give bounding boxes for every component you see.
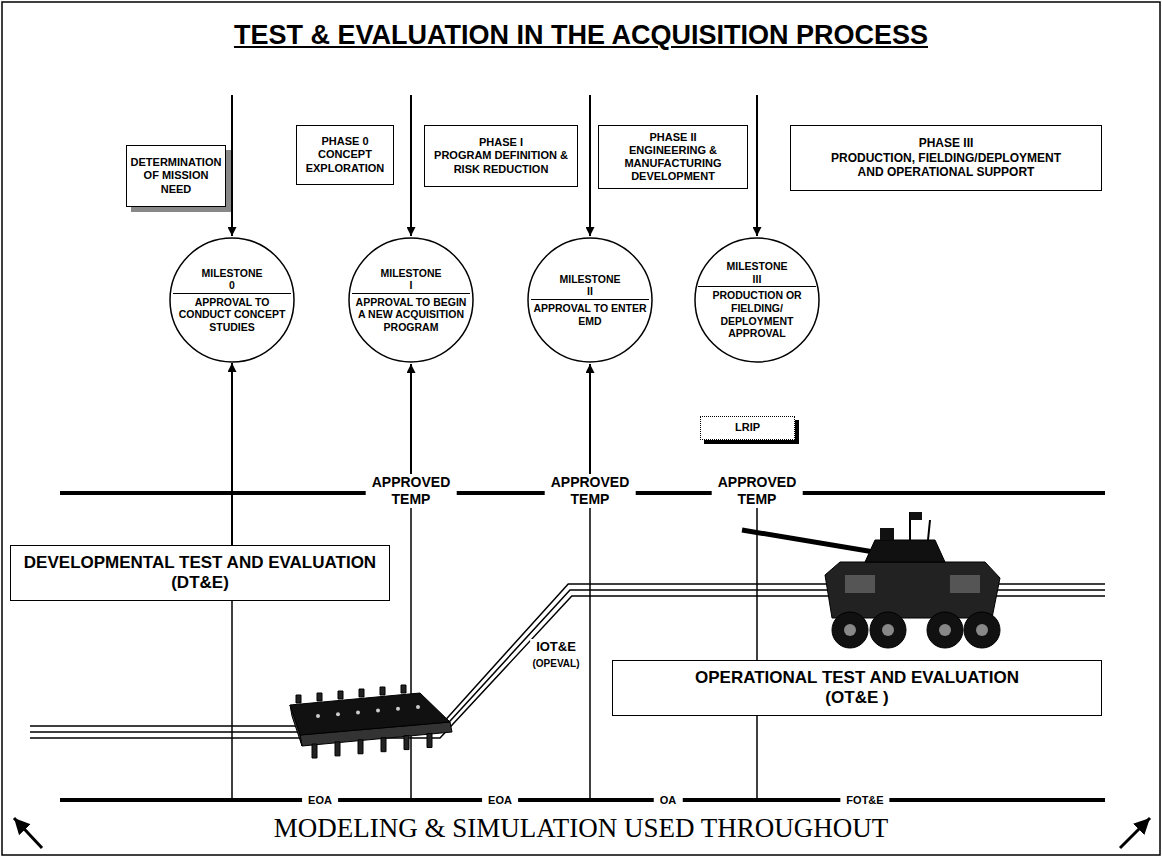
assessment-line [60,798,1105,802]
milestone-heading: MILESTONE II [559,273,620,298]
phase-box: PHASE IIENGINEERING & MANUFACTURING DEVE… [598,125,748,189]
box-text: PRODUCTION, FIELDING/DEPLOYMENT AND OPER… [821,151,1071,180]
iote-label: IOT&E [530,639,582,655]
milestone-heading: MILESTONE I [380,267,441,292]
opeval-label: (OPEVAL) [526,656,585,672]
lrip-box: LRIP [700,416,795,440]
temp-label: APPROVED TEMP [712,474,803,508]
assessment-label: FOT&E [840,792,889,808]
circle-outline [527,237,653,363]
box-text: (OT&E ) [825,688,888,708]
milestone-heading: MILESTONE III [726,260,787,285]
milestone-text: APPROVAL TO CONDUCT CONCEPT STUDIES [173,293,291,334]
phase-box: PHASE IIIPRODUCTION, FIELDING/DEPLOYMENT… [790,125,1102,191]
phase-box: PHASE IPROGRAM DEFINITION & RISK REDUCTI… [424,125,578,187]
assessment-label: EOA [302,792,338,808]
milestone-arrows [232,95,757,474]
box-text: PHASE I [479,136,523,149]
mission-need-box: DETERMINATION OF MISSION NEED [126,145,226,207]
connector-arrow [231,363,233,545]
footer-text: MODELING & SIMULATION USED THROUGHOUT [268,812,894,844]
box-text: PHASE III [919,136,974,150]
milestone-heading: MILESTONE 0 [201,267,262,292]
box-text: (DT&E) [171,573,229,593]
box-text: PHASE II [649,131,696,144]
box-text: OPERATIONAL TEST AND EVALUATION [695,668,1019,688]
box-text: DEVELOPMENTAL TEST AND EVALUATION [24,553,376,573]
box-text: PHASE 0 [321,135,368,148]
assessment-label: EOA [482,792,518,808]
phase-box: PHASE 0CONCEPT EXPLORATION [296,125,394,185]
box-text: CONCEPT EXPLORATION [303,148,387,174]
temp-label: APPROVED TEMP [545,474,636,508]
test-box: DEVELOPMENTAL TEST AND EVALUATION(DT&E) [10,545,390,601]
box-text: DETERMINATION OF MISSION NEED [131,156,222,196]
chip-illustration [290,685,452,758]
milestone-circle: MILESTONE IIIPRODUCTION OR FIELDING/ DEP… [694,237,820,363]
test-box: OPERATIONAL TEST AND EVALUATION(OT&E ) [612,660,1102,716]
milestone-circle: MILESTONE IAPPROVAL TO BEGIN A NEW ACQUI… [348,237,474,363]
box-text: LRIP [735,421,760,434]
milestone-circle: MILESTONE IIAPPROVAL TO ENTER EMD [527,237,653,363]
box-text: ENGINEERING & MANUFACTURING DEVELOPMENT [605,144,741,184]
title: TEST & EVALUATION IN THE ACQUISITION PRO… [0,20,1162,51]
milestone-text: APPROVAL TO ENTER EMD [531,299,649,327]
assessment-label: OA [654,792,683,808]
box-text: PROGRAM DEFINITION & RISK REDUCTION [431,149,571,175]
vehicle-illustration [742,512,1000,648]
milestone-text: APPROVAL TO BEGIN A NEW ACQUISITION PROG… [352,293,470,334]
milestone-circle: MILESTONE 0APPROVAL TO CONDUCT CONCEPT S… [169,237,295,363]
milestone-text: PRODUCTION OR FIELDING/ DEPLOYMENT APPRO… [698,286,816,339]
temp-label: APPROVED TEMP [366,474,457,508]
